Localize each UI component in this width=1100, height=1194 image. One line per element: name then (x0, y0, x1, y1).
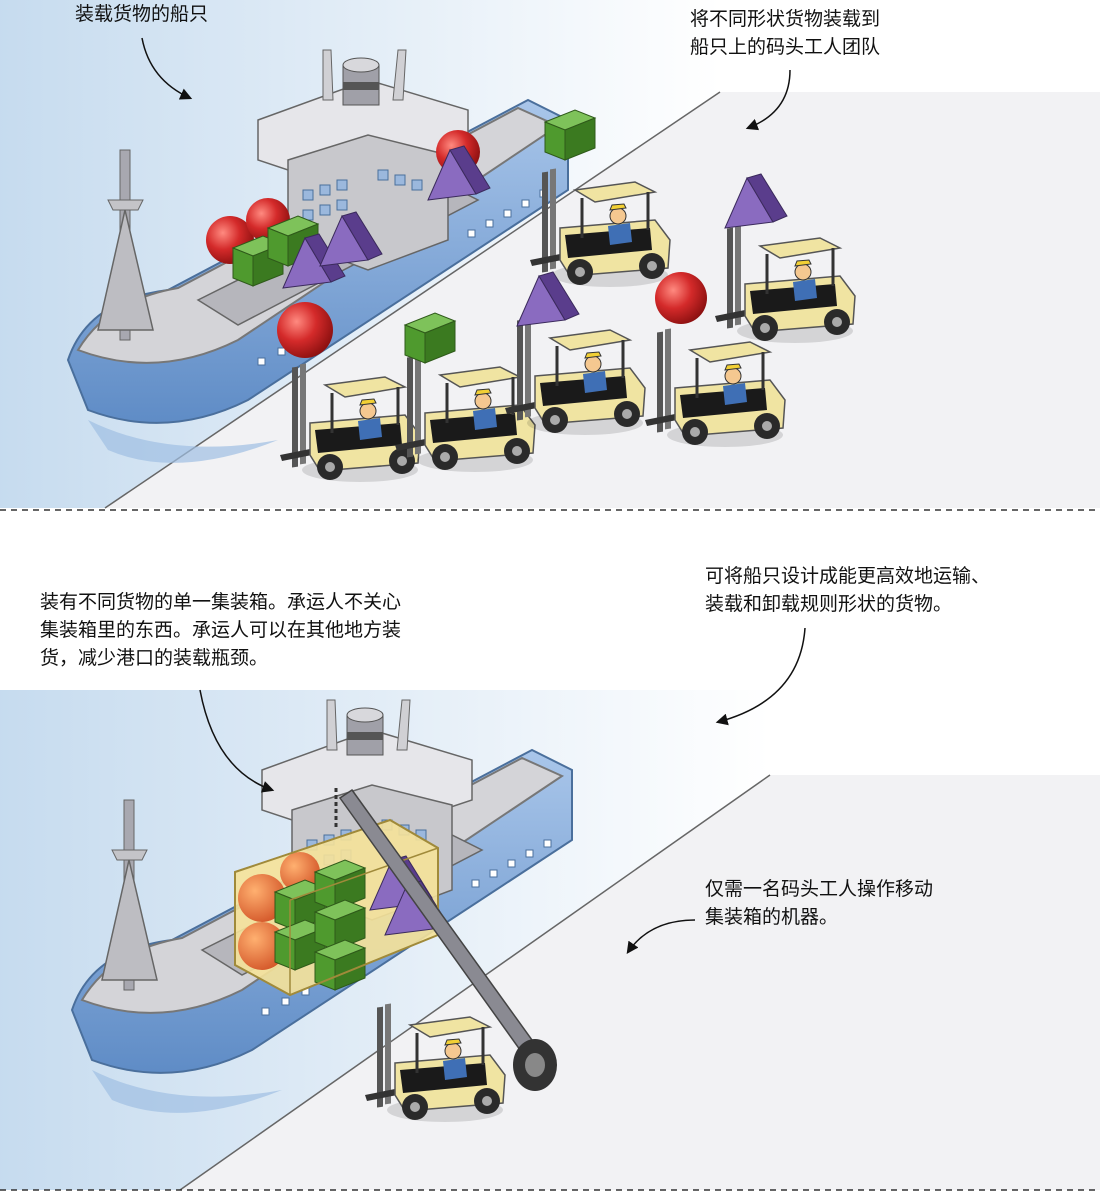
workers-caption: 将不同形状货物装载到 船只上的码头工人团队 (690, 5, 880, 61)
design-caption: 可将船只设计成能更高效地运输、 装载和卸载规则形状的货物。 (705, 562, 990, 618)
arrow-machine-label (626, 919, 696, 954)
top-ship (67, 49, 569, 464)
container-caption-line-2: 集装箱里的东西。承运人可以在其他地方装 (40, 619, 402, 641)
ship-caption: 装载货物的船只 (75, 0, 208, 28)
design-caption-line-2: 装载和卸载规则形状的货物。 (705, 593, 953, 615)
top-panel (0, 0, 1100, 509)
workers-caption-line-2: 船只上的码头工人团队 (690, 36, 881, 58)
container-caption-line-1: 装有不同货物的单一集装箱。承运人不关心 (40, 591, 402, 613)
forklift-top-3 (277, 302, 422, 484)
forklift-top-6 (643, 272, 787, 449)
arrow-container-label (199, 689, 275, 793)
container-caption-line-3: 货，减少港口的装载瓶颈。 (40, 647, 269, 669)
machine-caption: 仅需一名码头工人操作移动 集装箱的机器。 (705, 875, 933, 931)
container-handler (334, 788, 557, 1124)
bottom-panel (0, 627, 1100, 1191)
machine-caption-line-1: 仅需一名码头工人操作移动 (705, 878, 934, 900)
arrow-design-label (715, 627, 806, 726)
machine-caption-line-2: 集装箱的机器。 (705, 906, 839, 928)
workers-caption-line-1: 将不同形状货物装载到 (690, 8, 881, 30)
arrow-ship-label (141, 37, 193, 100)
top-dock (105, 92, 1100, 508)
ship-caption-text: 装载货物的船只 (75, 3, 209, 25)
arrow-workers-label (745, 69, 791, 131)
container-caption: 装有不同货物的单一集装箱。承运人不关心 集装箱里的东西。承运人可以在其他地方装 … (40, 588, 401, 672)
design-caption-line-1: 可将船只设计成能更高效地运输、 (705, 565, 991, 587)
